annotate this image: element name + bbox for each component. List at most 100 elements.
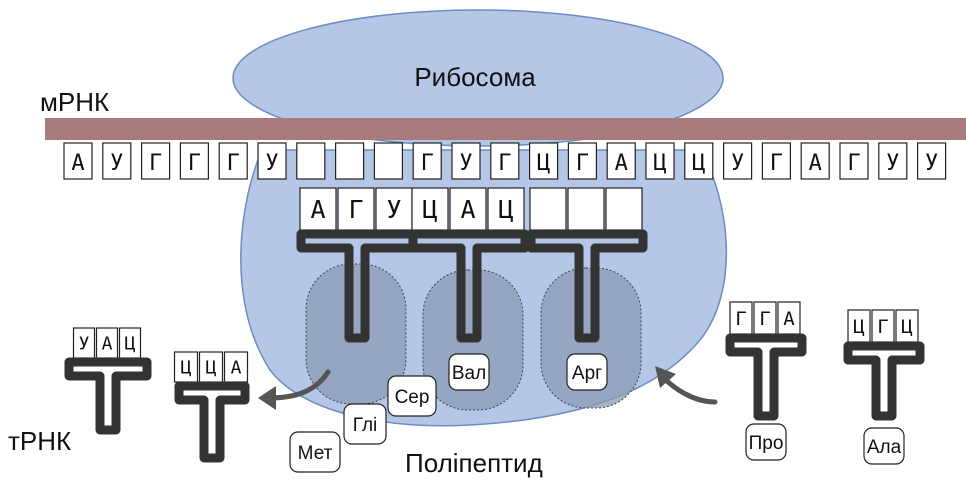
mrna-base: У bbox=[722, 142, 753, 180]
chain-amino-acid-box bbox=[289, 431, 341, 473]
anticodon-letter: Ц bbox=[853, 316, 864, 338]
mrna-base: Г bbox=[761, 142, 792, 180]
trna-body bbox=[526, 229, 648, 343]
amino-acid-box bbox=[863, 427, 905, 465]
mrna-base-box bbox=[373, 142, 403, 180]
mrna-base-box bbox=[141, 142, 171, 180]
exit-arrow-head bbox=[258, 386, 276, 410]
mrna-base-letter: Г bbox=[421, 151, 434, 176]
mrna-base: У bbox=[878, 142, 908, 180]
mrna-base-letter: А bbox=[809, 151, 822, 176]
mrna-base: Г bbox=[141, 142, 171, 180]
mrna-base-letter: У bbox=[459, 151, 472, 176]
chain-amino-acid-box bbox=[343, 403, 387, 445]
anticodon-letter: Ц bbox=[125, 334, 136, 355]
mrna-base: Г bbox=[490, 142, 520, 180]
trna-label: тРНК bbox=[8, 426, 71, 456]
mrna-base bbox=[373, 142, 403, 180]
mrna-base: Г bbox=[839, 142, 869, 180]
anticodon-box bbox=[299, 187, 337, 231]
mrna-strand bbox=[45, 118, 966, 140]
mrna-base: Г bbox=[412, 142, 442, 180]
mrna-base-letter: Г bbox=[149, 151, 162, 176]
mrna-base-letter: Г bbox=[770, 151, 783, 176]
mrna-base: Г bbox=[218, 142, 248, 180]
chain-amino-acid-label: Сер bbox=[395, 387, 430, 408]
mrna-base-letter: У bbox=[731, 151, 744, 176]
anticodon-letter: А bbox=[460, 195, 475, 224]
trna: Арг bbox=[526, 187, 648, 391]
chain-amino-acid-box bbox=[387, 375, 437, 417]
polypeptide-label: Поліпептид bbox=[405, 448, 543, 478]
mrna-base-box bbox=[528, 142, 559, 180]
mrna-base-letter: А bbox=[615, 151, 628, 176]
mrna-base-letter: Г bbox=[847, 151, 860, 176]
chain-amino-acid-label: Глі bbox=[353, 415, 378, 436]
mrna-base-letter: Г bbox=[188, 151, 201, 176]
amino-acid-label: Арг bbox=[572, 363, 602, 384]
mrna-base-box bbox=[878, 142, 908, 180]
anticodon-letter: Г bbox=[759, 308, 770, 330]
amino-acid-label: Вал bbox=[452, 363, 486, 384]
mrna-base-box bbox=[567, 142, 598, 180]
mrna-base-letter: У bbox=[110, 151, 123, 176]
mrna-base-box bbox=[916, 142, 947, 180]
mrna-base-box bbox=[102, 142, 132, 180]
mrna-base-box bbox=[839, 142, 869, 180]
mrna-base-letter: Г bbox=[227, 151, 240, 176]
polypeptide-chain: Мет Глі Сер bbox=[289, 375, 437, 473]
mrna-base-letter: Ц bbox=[537, 151, 550, 176]
anticodon-letter: Ц bbox=[422, 195, 437, 224]
anticodon-letter: Г bbox=[348, 195, 363, 224]
chain-amino-acid-label: Мет bbox=[298, 443, 333, 464]
trna-body bbox=[843, 341, 925, 421]
mrna-base: Г bbox=[179, 142, 209, 180]
trna-body bbox=[174, 381, 250, 463]
mrna-base-box bbox=[451, 142, 481, 180]
anticodon-letter: Ц bbox=[181, 358, 192, 379]
mrna-base: Ц bbox=[528, 142, 559, 180]
anticodon-letter: Ц bbox=[498, 195, 513, 224]
anticodon-box bbox=[487, 187, 525, 231]
mrna-base-box bbox=[218, 142, 248, 180]
anticodon-letter: Ц bbox=[206, 358, 217, 379]
mrna-base: Ц bbox=[645, 142, 675, 180]
mrna-base-box bbox=[179, 142, 209, 180]
anticodon-letter: А bbox=[102, 334, 113, 355]
anticodon-letter: Г bbox=[735, 308, 746, 330]
mrna-base: А bbox=[606, 142, 636, 180]
mrna-base-box bbox=[63, 142, 93, 180]
anticodon-letter: А bbox=[231, 358, 242, 379]
mrna-base: А bbox=[800, 142, 830, 180]
mrna-base-box bbox=[800, 142, 830, 180]
mrna-base-box bbox=[257, 142, 287, 180]
mrna-label: мРНК bbox=[40, 87, 109, 117]
amino-acid-label: Про bbox=[749, 433, 784, 454]
mrna-base: У bbox=[451, 142, 481, 180]
anticodon-letter: А bbox=[310, 195, 325, 224]
amino-acid-box bbox=[448, 353, 490, 391]
mrna-base: У bbox=[102, 142, 132, 180]
mrna-base-box bbox=[490, 142, 520, 180]
mrna-base-box bbox=[412, 142, 442, 180]
mrna-base-letter: У bbox=[265, 151, 278, 176]
anticodon-letter: А bbox=[783, 308, 795, 330]
anticodon-box bbox=[605, 187, 643, 231]
mrna-base-letter: Ц bbox=[653, 151, 666, 176]
mrna-base bbox=[296, 142, 326, 180]
entry-arrow-head bbox=[655, 366, 676, 388]
mrna-base-box bbox=[606, 142, 636, 180]
mrna-base-box bbox=[761, 142, 792, 180]
mrna-base-letter: У bbox=[925, 151, 938, 176]
mrna-base: Ц bbox=[684, 142, 714, 180]
mrna-base-box bbox=[722, 142, 753, 180]
entry-arrow bbox=[659, 373, 718, 405]
anticodon-box bbox=[529, 187, 567, 231]
anticodon-letter: Ц bbox=[901, 316, 912, 338]
mrna-base-letter: Г bbox=[498, 151, 511, 176]
mrna-base-box bbox=[684, 142, 714, 180]
